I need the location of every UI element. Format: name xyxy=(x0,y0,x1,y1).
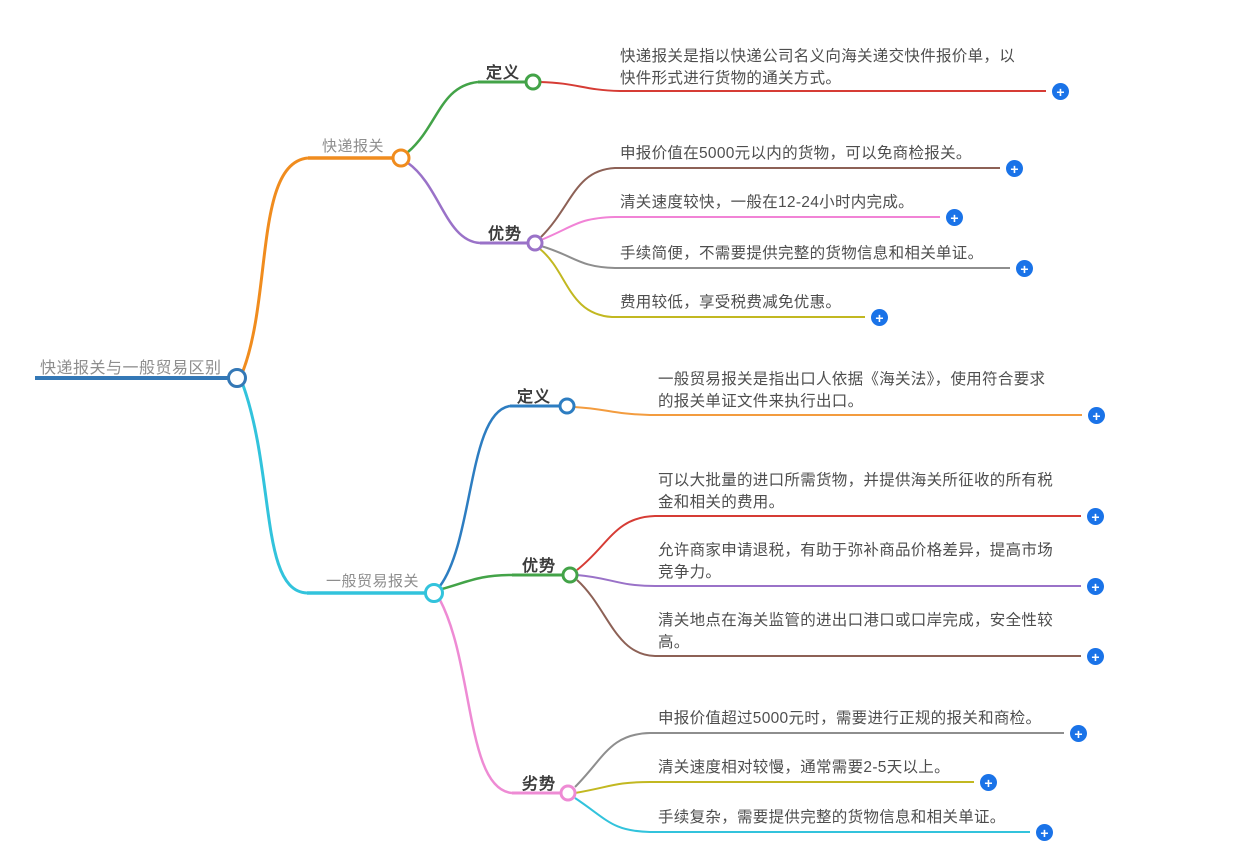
express-node-circle[interactable] xyxy=(391,148,411,168)
expand-button[interactable]: + xyxy=(1016,260,1033,277)
general-node-circle[interactable] xyxy=(424,583,444,603)
express-advantage-circle[interactable] xyxy=(526,234,544,252)
plus-icon: + xyxy=(1056,83,1065,100)
branch-general-label[interactable]: 一般贸易报关 xyxy=(326,573,420,590)
connector-root-express xyxy=(241,156,309,372)
plus-icon: + xyxy=(875,309,884,326)
leaf-line-general-definition-1 xyxy=(573,406,1082,416)
plus-icon: + xyxy=(950,209,959,226)
plus-icon: + xyxy=(1040,824,1049,841)
plus-icon: + xyxy=(1020,260,1029,277)
general-disadvantage-circle[interactable] xyxy=(559,784,577,802)
expand-button[interactable]: + xyxy=(1036,824,1053,841)
leaf-line-express-advantage-1 xyxy=(540,167,1000,238)
leaf-express-advantage-4[interactable]: 费用较低，享受税费减免优惠。 xyxy=(620,294,842,311)
expand-button[interactable]: + xyxy=(1087,578,1104,595)
expand-button[interactable]: + xyxy=(871,309,888,326)
connector-general-definition xyxy=(438,404,511,587)
leaf-general-advantage-2[interactable]: 允许商家申请退税，有助于弥补商品价格差异，提高市场竞争力。 xyxy=(658,542,1054,581)
leaf-line-general-advantage-2 xyxy=(576,574,1081,587)
general-advantage-circle[interactable] xyxy=(561,566,579,584)
root-topic-label[interactable]: 快递报关与一般贸易区别 xyxy=(40,360,222,377)
leaf-line-express-advantage-2 xyxy=(540,216,940,241)
plus-icon: + xyxy=(1091,648,1100,665)
leaf-line-general-disadvantage-1 xyxy=(574,732,1064,788)
expand-button[interactable]: + xyxy=(1006,160,1023,177)
connector-root-general xyxy=(241,384,308,595)
leaf-general-disadvantage-2[interactable]: 清关速度相对较慢，通常需要2-5天以上。 xyxy=(658,759,950,776)
expand-button[interactable]: + xyxy=(1087,648,1104,665)
leaf-express-definition-1[interactable]: 快递报关是指以快递公司名义向海关递交快件报价单，以快件形式进行货物的通关方式。 xyxy=(620,48,1016,87)
expand-button[interactable]: + xyxy=(1052,83,1069,100)
root-node-circle[interactable] xyxy=(227,368,247,388)
leaf-line-general-advantage-1 xyxy=(576,515,1081,571)
plus-icon: + xyxy=(1092,407,1101,424)
general-definition-label[interactable]: 定义 xyxy=(517,389,552,406)
plus-icon: + xyxy=(1074,725,1083,742)
expand-button[interactable]: + xyxy=(1087,508,1104,525)
leaf-express-advantage-2[interactable]: 清关速度较快，一般在12-24小时内完成。 xyxy=(620,194,914,211)
connector-general-disadvantage xyxy=(438,599,513,795)
leaf-express-advantage-1[interactable]: 申报价值在5000元以内的货物，可以免商检报关。 xyxy=(620,145,972,162)
plus-icon: + xyxy=(984,774,993,791)
leaf-line-express-advantage-4 xyxy=(539,248,865,318)
branch-express-label[interactable]: 快递报关 xyxy=(322,138,385,155)
plus-icon: + xyxy=(1010,160,1019,177)
express-advantage-label[interactable]: 优势 xyxy=(488,226,523,243)
connector-general-advantage xyxy=(441,573,513,591)
leaf-general-advantage-3[interactable]: 清关地点在海关监管的进出口港口或口岸完成，安全性较高。 xyxy=(658,612,1054,651)
express-definition-circle[interactable] xyxy=(524,73,542,91)
expand-button[interactable]: + xyxy=(1088,407,1105,424)
leaf-express-advantage-3[interactable]: 手续简便，不需要提供完整的货物信息和相关单证。 xyxy=(620,245,984,262)
general-definition-circle[interactable] xyxy=(558,397,576,415)
connector-express-advantage xyxy=(407,161,481,245)
leaf-line-express-advantage-3 xyxy=(540,245,1010,269)
leaf-general-advantage-1[interactable]: 可以大批量的进口所需货物，并提供海关所征收的所有税金和相关的费用。 xyxy=(658,472,1054,511)
leaf-general-disadvantage-3[interactable]: 手续复杂，需要提供完整的货物信息和相关单证。 xyxy=(658,809,1006,826)
connector-express-definition xyxy=(407,80,479,153)
leaf-general-definition-1[interactable]: 一般贸易报关是指出口人依据《海关法》，使用符合要求的报关单证文件来执行出口。 xyxy=(658,371,1046,410)
expand-button[interactable]: + xyxy=(946,209,963,226)
expand-button[interactable]: + xyxy=(980,774,997,791)
plus-icon: + xyxy=(1091,578,1100,595)
expand-button[interactable]: + xyxy=(1070,725,1087,742)
leaf-line-express-definition-1 xyxy=(539,81,1046,92)
general-disadvantage-label[interactable]: 劣势 xyxy=(522,776,557,793)
general-advantage-label[interactable]: 优势 xyxy=(522,558,557,575)
leaf-line-general-advantage-3 xyxy=(576,579,1081,657)
express-definition-label[interactable]: 定义 xyxy=(486,65,521,82)
leaf-general-disadvantage-1[interactable]: 申报价值超过5000元时，需要进行正规的报关和商检。 xyxy=(658,710,1042,727)
leaf-line-general-disadvantage-2 xyxy=(574,781,974,794)
leaf-line-general-disadvantage-3 xyxy=(574,797,1030,833)
plus-icon: + xyxy=(1091,508,1100,525)
